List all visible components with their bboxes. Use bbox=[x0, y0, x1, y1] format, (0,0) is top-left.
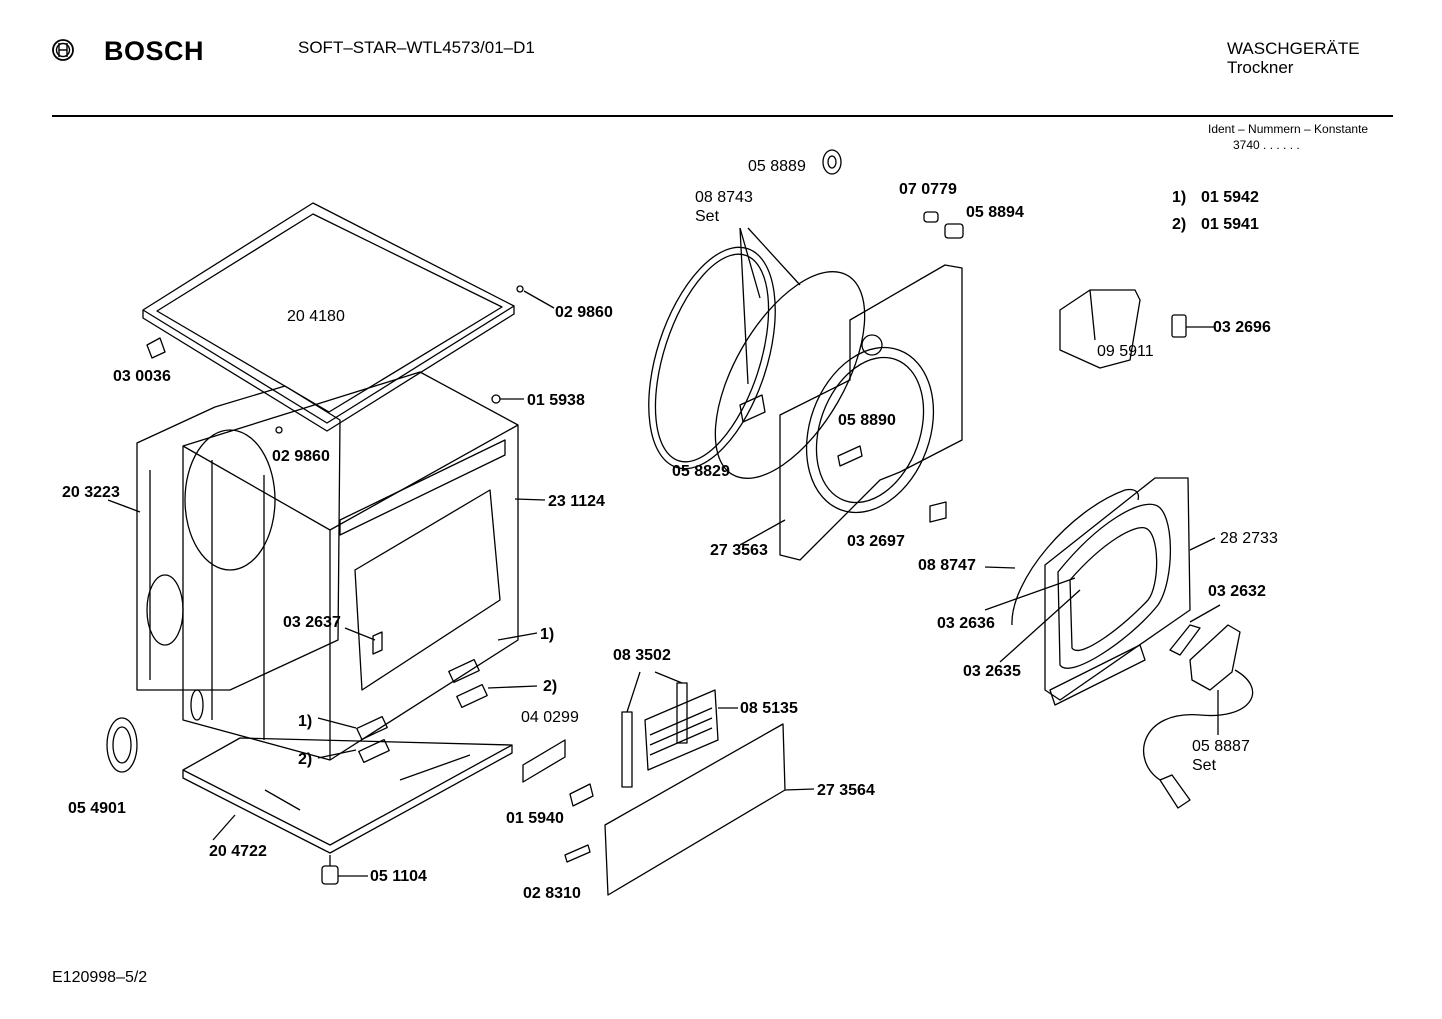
part-label: 03 2696 bbox=[1213, 319, 1271, 336]
part-label: 03 2697 bbox=[847, 533, 905, 550]
part-label: 05 8894 bbox=[966, 204, 1024, 221]
brand-name: BOSCH bbox=[104, 36, 205, 66]
part-label: 03 2632 bbox=[1208, 583, 1266, 600]
door-frame-282733 bbox=[984, 477, 1216, 706]
part-label: 02 9860 bbox=[555, 304, 613, 321]
part-label: 2) bbox=[298, 751, 313, 768]
part-label: 03 0036 bbox=[113, 368, 171, 385]
bosch-logo-icon bbox=[52, 39, 74, 61]
part-label: 05 8889 bbox=[748, 158, 806, 175]
washer-058889 bbox=[822, 149, 842, 175]
clip-032696 bbox=[1171, 314, 1214, 338]
part-label: 04 0299 bbox=[521, 709, 579, 726]
clip-058890 bbox=[837, 445, 863, 467]
clip-015940 bbox=[569, 783, 594, 807]
legend-part-1: 01 5942 bbox=[1201, 189, 1259, 206]
subcategory: Trockner bbox=[1227, 58, 1294, 77]
part-label: 20 3223 bbox=[62, 484, 120, 501]
part-label: 01 5938 bbox=[527, 392, 585, 409]
part-label: 05 1104 bbox=[370, 868, 427, 885]
part-label: 03 2636 bbox=[937, 615, 995, 632]
module-095911 bbox=[1059, 289, 1141, 369]
part-label: 05 4901 bbox=[68, 800, 126, 817]
part-label: Set bbox=[695, 208, 720, 225]
base-frame-part bbox=[182, 737, 513, 854]
seal-ring-088743 bbox=[648, 227, 866, 479]
part-label: 07 0779 bbox=[899, 181, 957, 198]
part-label: 05 8890 bbox=[838, 412, 896, 429]
filter-grille-085135 bbox=[644, 689, 738, 771]
sensor-032697 bbox=[929, 501, 947, 523]
part-label: 23 1124 bbox=[548, 493, 605, 510]
part-label: 27 3563 bbox=[710, 542, 768, 559]
plug-015938 bbox=[491, 394, 501, 404]
part-label: 27 3564 bbox=[817, 782, 875, 799]
warning-label-040299 bbox=[522, 739, 566, 783]
clip-028310 bbox=[564, 844, 591, 863]
part-label: 01 5940 bbox=[506, 810, 564, 827]
lamp-070779 bbox=[923, 211, 964, 239]
category: WASCHGERÄTE bbox=[1227, 39, 1360, 58]
ident-value: 3740 . . . . . . bbox=[1233, 138, 1300, 152]
ident-label: Ident – Nummern – Konstante bbox=[1208, 122, 1369, 136]
screw-029860a bbox=[516, 285, 524, 293]
part-label: 1) bbox=[298, 713, 313, 730]
part-label: 20 4722 bbox=[209, 843, 267, 860]
bearing-shield-273563 bbox=[739, 264, 963, 561]
seal-032632 bbox=[1169, 604, 1221, 656]
part-label: 09 5911 bbox=[1097, 343, 1154, 360]
part-label: 05 8887 bbox=[1192, 738, 1250, 755]
light-guides-083502 bbox=[621, 671, 688, 788]
part-label: 08 5135 bbox=[740, 700, 798, 717]
part-label: 05 8829 bbox=[672, 463, 730, 480]
legend-key-1: 1) bbox=[1172, 189, 1187, 206]
legend-part-2: 01 5941 bbox=[1201, 216, 1259, 233]
top-cover-part bbox=[142, 202, 515, 432]
part-label: 02 8310 bbox=[523, 885, 581, 902]
legend-key-2: 2) bbox=[1172, 216, 1187, 233]
part-label: 02 9860 bbox=[272, 448, 330, 465]
part-label: 08 8747 bbox=[918, 557, 976, 574]
back-panel-part bbox=[136, 385, 341, 691]
ring-054901 bbox=[106, 717, 138, 773]
part-label: 28 2733 bbox=[1220, 530, 1278, 547]
foot-part bbox=[321, 855, 368, 885]
part-label: 03 2635 bbox=[963, 663, 1021, 680]
door-lock-058887 bbox=[1143, 624, 1254, 809]
model-number: SOFT–STAR–WTL4573/01–D1 bbox=[298, 38, 535, 57]
part-label: 08 3502 bbox=[613, 647, 671, 664]
front-panel-273564 bbox=[604, 723, 815, 896]
bracket-058829 bbox=[739, 394, 766, 423]
part-label: 20 4180 bbox=[287, 308, 345, 325]
part-label: 08 8743 bbox=[695, 189, 753, 206]
cabinet-part bbox=[182, 371, 538, 764]
bracket-030036 bbox=[146, 337, 166, 359]
screw-029860b bbox=[275, 426, 283, 434]
part-label: 2) bbox=[543, 678, 558, 695]
part-label: 1) bbox=[540, 626, 555, 643]
header-divider bbox=[52, 115, 1393, 117]
part-label: 03 2637 bbox=[283, 614, 341, 631]
part-label: Set bbox=[1192, 757, 1217, 774]
drawing-code: E120998–5/2 bbox=[52, 969, 148, 986]
